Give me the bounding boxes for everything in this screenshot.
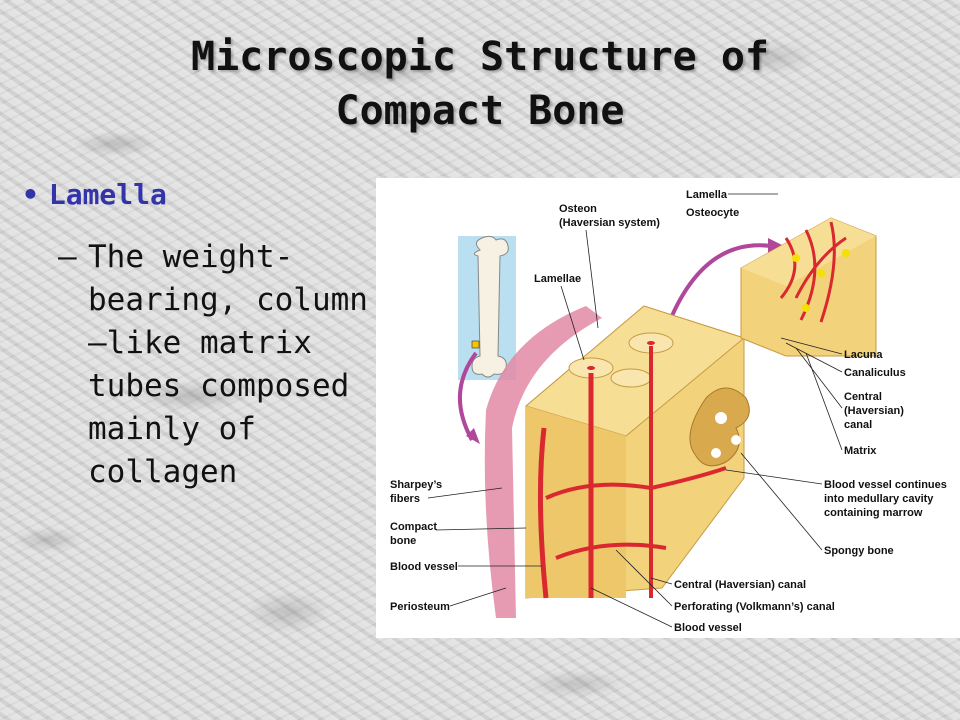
inset-arrowhead-icon [466, 428, 480, 444]
bullet-text: Lamella [48, 178, 167, 211]
leader-blood-vessel-bottom [590, 587, 673, 628]
label-bv-continues-1: Blood vessel continues [824, 479, 947, 491]
label-canaliculus: Canaliculus [844, 367, 906, 379]
spongy-bone [689, 387, 750, 467]
spongy-hole-2 [731, 435, 741, 445]
label-lamella: Lamella [686, 189, 728, 201]
magnify-arrow-line [669, 243, 772, 319]
leader-periosteum [449, 587, 507, 607]
label-bv-continues-3: containing marrow [824, 507, 923, 519]
label-central-3: canal [844, 419, 872, 431]
leader-compact [435, 527, 527, 531]
title-line-1: Microscopic Structure of [191, 34, 769, 80]
label-osteon: Osteon [559, 203, 597, 215]
closeup-top [741, 218, 876, 286]
leader-lacuna [780, 337, 843, 355]
sub-bullet-text: The weight-bearing, column—like matrix t… [88, 239, 368, 490]
label-matrix: Matrix [844, 445, 877, 457]
bone-illustration: Osteon (Haversian system) Lamellae Lamel… [390, 189, 947, 634]
label-central-1: Central [844, 391, 882, 403]
bullet-dot-icon: • [22, 178, 39, 211]
bullet-lamella: • Lamella [22, 178, 167, 211]
osteon-ellipse-3 [610, 368, 652, 388]
spongy-hole-1 [715, 412, 727, 424]
leader-lamellae [560, 285, 585, 361]
leader-perforating [615, 549, 673, 607]
label-bv-continues-2: into medullary cavity [824, 493, 934, 505]
lower-vessel [555, 542, 667, 560]
magnify-arrowhead-icon [768, 238, 784, 254]
osteocyte-3 [842, 249, 850, 257]
central-canal-1 [587, 366, 595, 370]
sub-bullet-dash: – [58, 239, 77, 275]
label-compact-1: Compact [390, 521, 437, 533]
perforating-vessel [545, 466, 727, 500]
leader-central-haversian [650, 577, 673, 585]
label-sharpeys-2: fibers [390, 493, 420, 505]
leader-spongy-bone [740, 452, 823, 551]
label-sharpeys-1: Sharpey’s [390, 479, 442, 491]
slide-title: Microscopic Structure of Compact Bone [60, 30, 900, 138]
bone-front-face [526, 406, 626, 598]
closeup-vessels [779, 221, 847, 323]
osteocyte-1 [792, 254, 800, 262]
inset-arrow-line [458, 351, 478, 441]
periosteum-layer [484, 306, 602, 618]
leader-central [795, 347, 843, 409]
leader-bv-continues [725, 469, 823, 485]
spongy-hole-3 [711, 448, 721, 458]
label-perforating-canal: Perforating (Volkmann’s) canal [674, 601, 835, 613]
leader-canaliculus [785, 342, 843, 373]
label-central-haversian-canal: Central (Haversian) canal [674, 579, 806, 591]
label-lacuna: Lacuna [844, 349, 883, 361]
label-central-2: (Haversian) [844, 405, 904, 417]
compact-bone-diagram: Osteon (Haversian system) Lamellae Lamel… [376, 178, 960, 638]
title-line-2: Compact Bone [335, 88, 625, 134]
leader-matrix [805, 352, 843, 451]
label-blood-vessel-bottom: Blood vessel [674, 622, 742, 634]
label-osteocyte: Osteocyte [686, 207, 739, 219]
label-compact-2: bone [390, 535, 416, 547]
bone-section-marker [471, 340, 480, 349]
osteocyte-2 [817, 269, 825, 277]
central-canal-2 [647, 341, 655, 345]
label-blood-vessel-left: Blood vessel [390, 561, 458, 573]
label-periosteum: Periosteum [390, 601, 450, 613]
label-spongy-bone: Spongy bone [824, 545, 894, 557]
label-lamellae: Lamellae [534, 273, 581, 285]
sub-bullet: – The weight-bearing, column—like matrix… [58, 236, 368, 494]
leader-osteon [585, 229, 599, 329]
osteocyte-4 [802, 304, 810, 312]
vessel-left [537, 427, 549, 599]
leader-sharpeys [427, 487, 503, 499]
label-haversian-system: (Haversian system) [559, 217, 660, 229]
